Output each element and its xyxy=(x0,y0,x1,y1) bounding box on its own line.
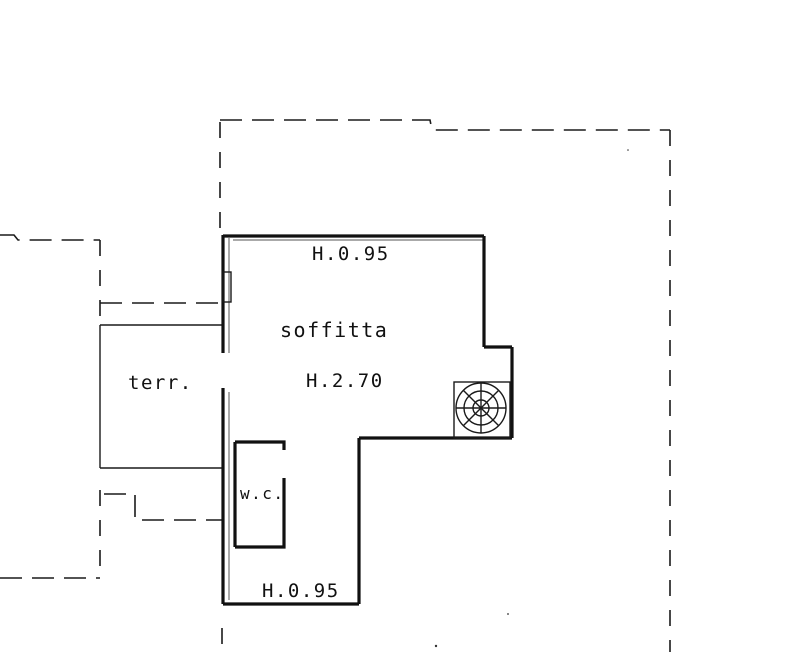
window-frame xyxy=(222,271,232,303)
spiral-staircase-icon xyxy=(453,381,511,439)
roof-outline-right xyxy=(219,119,671,652)
roof-outline-left xyxy=(0,234,222,579)
terrace-label: terr. xyxy=(128,372,193,394)
room-name-label: soffitta xyxy=(280,318,388,342)
wc-walls xyxy=(233,440,286,549)
wc-label: w.c. xyxy=(240,484,285,503)
scan-specks xyxy=(434,149,629,648)
top-wall-height-label: H.0.95 xyxy=(312,243,390,265)
terrace-outline xyxy=(99,324,222,469)
bottom-wall-height-label: H.0.95 xyxy=(262,580,340,602)
room-height-label: H.2.70 xyxy=(306,370,384,392)
